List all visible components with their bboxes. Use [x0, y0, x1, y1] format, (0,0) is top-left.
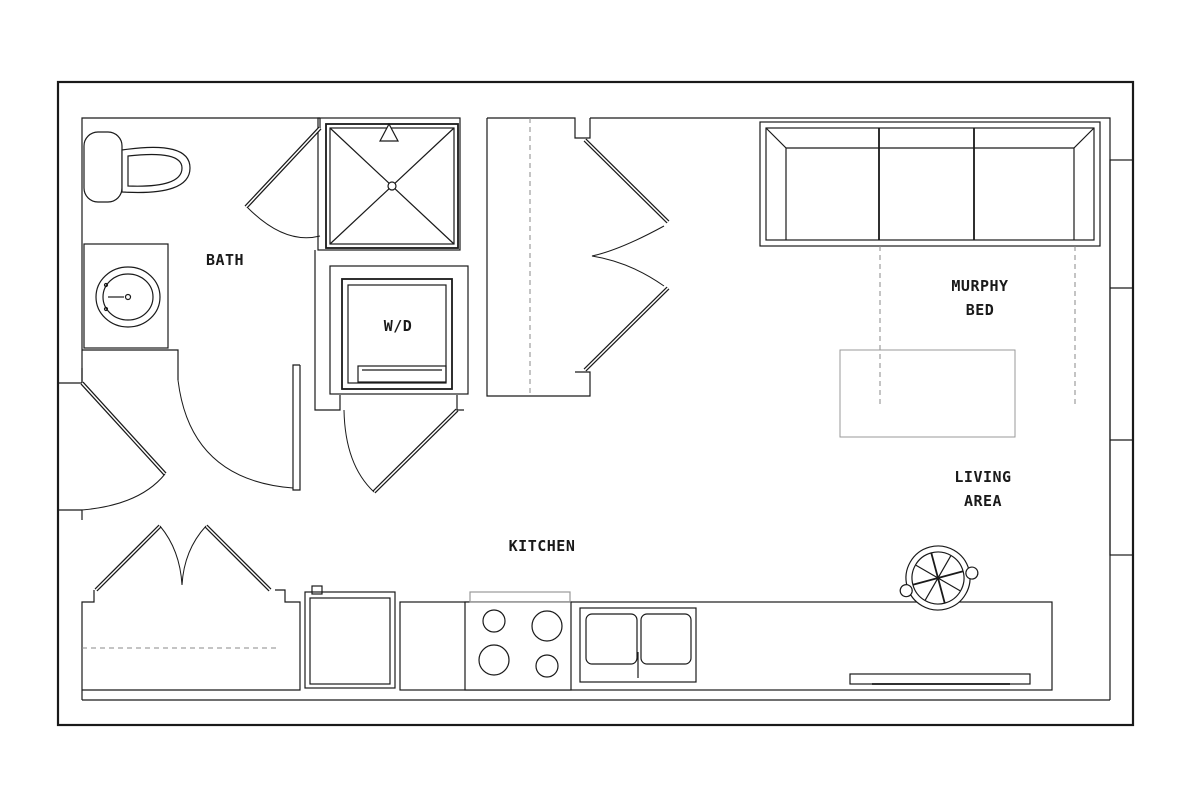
- interior-walls: [58, 117, 1134, 701]
- shower: [325, 122, 459, 249]
- bath-shower-door: [244, 126, 322, 239]
- label-wd: W/D: [384, 317, 413, 335]
- label-kitchen: KITCHEN: [509, 537, 576, 555]
- murphy-bed: [759, 121, 1101, 405]
- label-bath: BATH: [206, 251, 244, 269]
- washer-dryer: [329, 265, 469, 395]
- label-murphy-line2: BED: [966, 301, 995, 319]
- counter-bar: [849, 673, 1031, 685]
- chair: [899, 545, 979, 611]
- lower-closet: [82, 524, 301, 691]
- label-living-line2: AREA: [964, 492, 1002, 510]
- toilet: [83, 131, 191, 203]
- label-murphy-line1: MURPHY: [951, 277, 1008, 295]
- closet-bifold: [486, 117, 670, 397]
- wd-door: [343, 395, 464, 494]
- window-strip: [1109, 159, 1134, 556]
- cooktop: [464, 591, 572, 691]
- refrigerator: [304, 585, 396, 689]
- bath-sink: [83, 243, 169, 349]
- kitchen-sink: [579, 607, 697, 683]
- bath-door: [177, 379, 294, 489]
- coffee-table: [839, 349, 1016, 438]
- entry-door: [80, 381, 167, 511]
- label-living-line1: LIVING: [954, 468, 1011, 486]
